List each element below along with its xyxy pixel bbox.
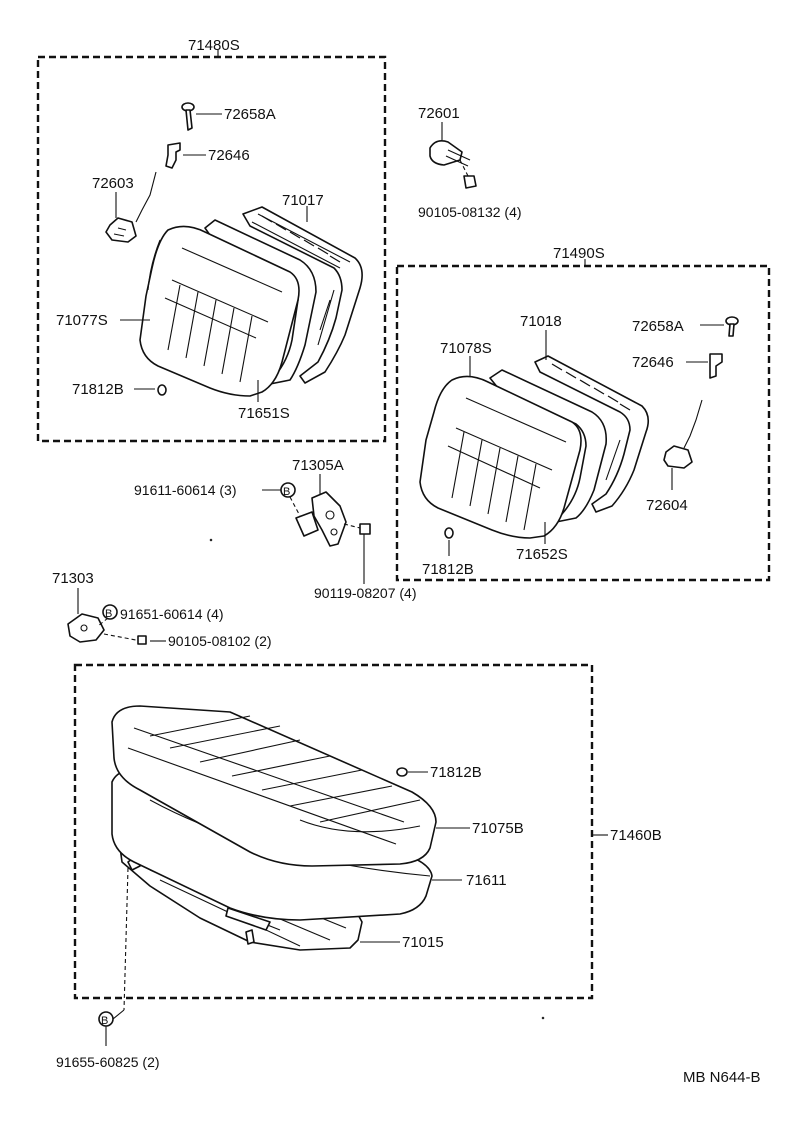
label-71015: 71015 <box>402 934 444 951</box>
label-72658A-left: 72658A <box>224 106 276 123</box>
label-71017: 71017 <box>282 192 324 209</box>
label-91655-60825: 91655-60825 (2) <box>56 1054 160 1070</box>
label-71078S: 71078S <box>440 340 492 357</box>
grommet-71812B-right: 71812B <box>422 527 474 578</box>
bolt-72658A-right: 72658A <box>632 316 739 337</box>
cushion-cover-71075B: 71075B <box>111 705 524 867</box>
label-91651-60614: 91651-60614 (4) <box>120 606 224 622</box>
label-71812B-right: 71812B <box>422 561 474 578</box>
label-72646-left: 72646 <box>208 147 250 164</box>
group-box-back-left: 71480S <box>36 37 387 443</box>
label-71075B: 71075B <box>472 820 524 837</box>
seatback-cover-71078S <box>419 375 582 539</box>
label-90105-08132: 90105-08132 (4) <box>418 204 522 220</box>
label-71303: 71303 <box>52 570 94 587</box>
label-90119-08207: 90119-08207 (4) <box>314 585 416 601</box>
seatback-frame-71018 <box>534 355 650 513</box>
bolt-91655-60825: B 91655-60825 (2) <box>56 867 160 1070</box>
label-71651S: 71651S <box>238 405 290 422</box>
group-label-cushion: 71460B <box>610 827 662 844</box>
leader-71652S: 71652S <box>516 522 568 563</box>
label-72658A-right: 72658A <box>632 318 684 335</box>
hinge-71305A: 71305A 90119-08207 (4) B 91611-60614 (3) <box>134 457 416 601</box>
leader-71651S: 71651S <box>238 380 290 422</box>
clip-72646-right: 72646 <box>632 353 723 379</box>
drawing-code: MB N644-B <box>683 1069 761 1086</box>
label-71812B-cushion: 71812B <box>430 764 482 781</box>
seatback-frame-71017 <box>242 206 363 384</box>
label-71305A: 71305A <box>292 457 344 474</box>
group-box-cushion: 71460B <box>73 663 662 1000</box>
lock-72603: 72603 <box>92 171 157 243</box>
bolt-marker-2: B <box>105 608 112 620</box>
label-91611-60614: 91611-60614 (3) <box>134 482 236 498</box>
bolt-marker-3: B <box>101 1015 108 1027</box>
bolt-72658A-left: 72658A <box>181 102 276 131</box>
seatback-cover-71077S <box>139 225 300 397</box>
label-71018: 71018 <box>520 313 562 330</box>
label-71812B-left: 71812B <box>72 381 124 398</box>
leader-71078S: 71078S <box>440 340 492 376</box>
label-71077S: 71077S <box>56 312 108 329</box>
label-90105-08102: 90105-08102 (2) <box>168 633 272 649</box>
hinge-72601: 72601 90105-08132 (4) <box>418 105 522 220</box>
group-label-back-left: 71480S <box>188 37 240 54</box>
label-71611: 71611 <box>466 872 507 889</box>
bolt-marker-1: B <box>283 486 290 498</box>
leader-71017: 71017 <box>282 192 324 222</box>
leader-71077S: 71077S <box>56 312 150 329</box>
clip-72646-left: 72646 <box>165 142 250 169</box>
label-72601: 72601 <box>418 105 460 122</box>
lock-72604: 72604 <box>646 399 703 514</box>
label-71652S: 71652S <box>516 546 568 563</box>
label-72603: 72603 <box>92 175 134 192</box>
leader-71018: 71018 <box>520 313 562 360</box>
grommet-71812B-cushion: 71812B <box>396 764 482 781</box>
label-72604: 72604 <box>646 497 688 514</box>
label-72646-right: 72646 <box>632 354 674 371</box>
group-label-back-right: 71490S <box>553 245 605 262</box>
bracket-71303: 71303 B 91651-60614 (4) 90105-08102 (2) <box>52 570 272 649</box>
grommet-71812B-left: 71812B <box>72 381 167 398</box>
group-box-back-right: 71490S <box>395 245 771 582</box>
